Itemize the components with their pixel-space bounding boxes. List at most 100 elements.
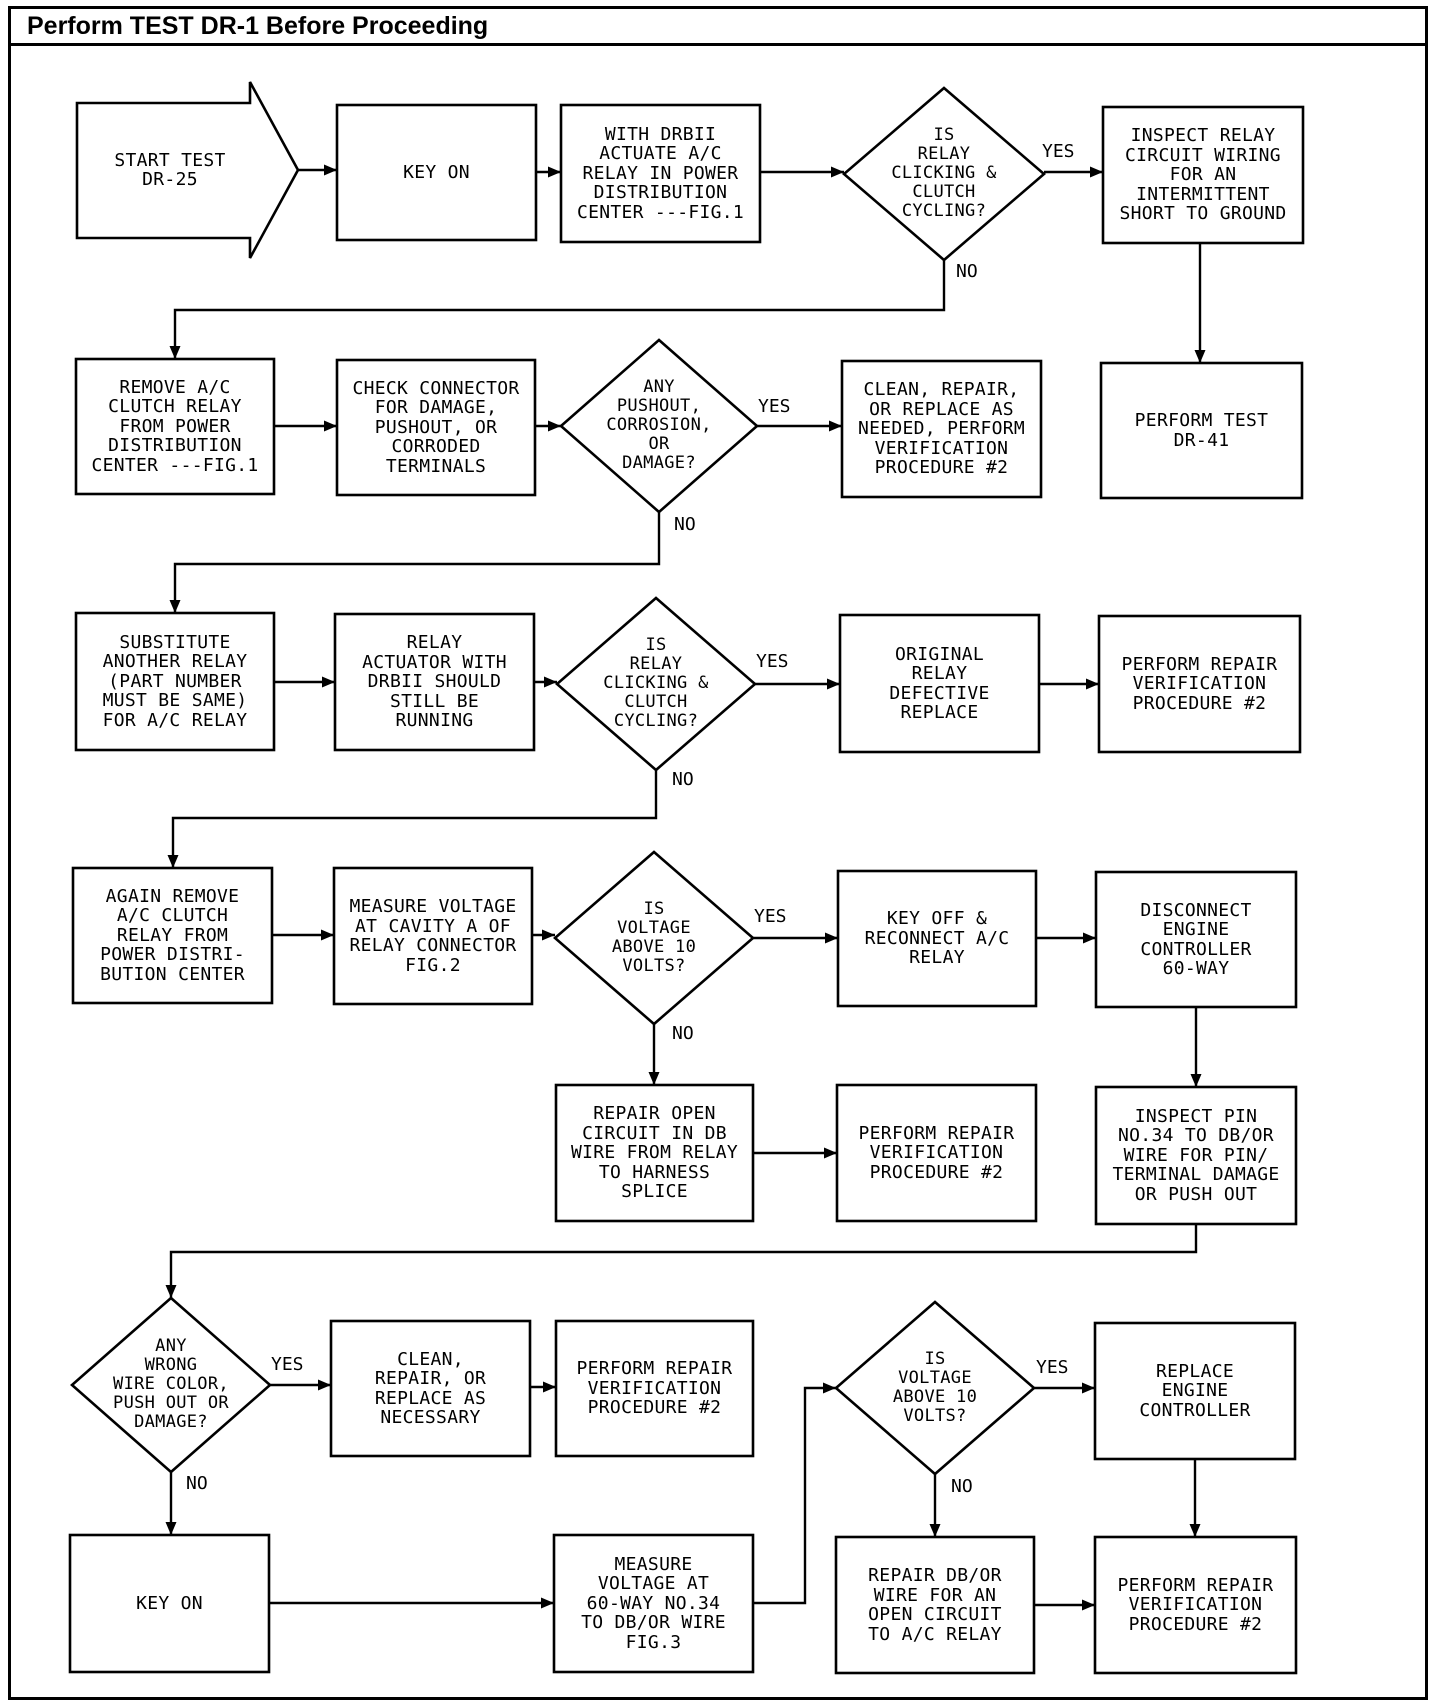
connector-decision2-no-arrowhead — [169, 600, 181, 613]
node-check-connector — [335, 358, 537, 497]
node-label-verify-1: PERFORM REPAIR VERIFICATION PROCEDURE #2 — [1121, 653, 1278, 714]
node-label-check-connector: CHECK CONNECTOR FOR DAMAGE, PUSHOUT, OR … — [352, 377, 520, 477]
node-verify-2 — [835, 1083, 1038, 1223]
connector-check-decision2-arrowhead — [548, 420, 561, 432]
node-clean-repair-2 — [329, 1319, 532, 1458]
connector-replace-verify-arrowhead — [1189, 1524, 1201, 1537]
start-block-arrow — [75, 81, 300, 259]
connector-original-verify-arrowhead — [1086, 678, 1099, 690]
connector-decision4-yes-arrowhead — [825, 932, 838, 944]
connector-substitute-actuator-arrowhead — [322, 676, 335, 688]
connector-keyoff-disconnect-arrowhead — [1083, 932, 1096, 944]
connector-decision1-no — [173, 260, 946, 359]
node-repair-dbor — [834, 1535, 1036, 1675]
branch-no-2: NO — [674, 514, 696, 535]
connector-decision6-no-arrowhead — [929, 1524, 941, 1537]
connector-measure-decision6-arrowhead — [823, 1382, 836, 1394]
connector-repair-verify-arrowhead — [824, 1147, 837, 1159]
node-label-repair-open: REPAIR OPEN CIRCUIT IN DB WIRE FROM RELA… — [570, 1103, 739, 1203]
branch-yes-2: YES — [758, 396, 791, 417]
node-label-inspect-pin: INSPECT PIN NO.34 TO DB/OR WIRE FOR PIN/… — [1112, 1105, 1280, 1205]
node-label-clean-repair-2: CLEAN, REPAIR, OR REPLACE AS NECESSARY — [374, 1348, 487, 1428]
connector-key-on-actuate-arrowhead — [548, 166, 561, 178]
branch-yes-5: YES — [271, 1354, 304, 1375]
node-label-q-voltage-1: IS VOLTAGE ABOVE 10 VOLTS? — [611, 898, 697, 976]
connector-keyon-measure-arrowhead — [541, 1597, 554, 1609]
node-label-verify-3: PERFORM REPAIR VERIFICATION PROCEDURE #2 — [576, 1358, 733, 1419]
node-label-original-relay: ORIGINAL RELAY DEFECTIVE REPLACE — [889, 643, 990, 723]
connector-decision6-yes-arrowhead — [1082, 1382, 1095, 1394]
header-bar: Perform TEST DR-1 Before Proceeding — [8, 6, 1428, 46]
connector-again-measure-arrowhead — [321, 929, 334, 941]
node-label-measure-voltage-1: MEASURE VOLTAGE AT CAVITY A OF RELAY CON… — [349, 896, 517, 976]
node-remove-relay — [74, 357, 276, 496]
node-label-start: START TEST DR-25 — [114, 149, 226, 190]
node-label-clean-repair-1: CLEAN, REPAIR, OR REPLACE AS NEEDED, PER… — [857, 379, 1026, 479]
node-key-off — [836, 869, 1038, 1008]
node-label-key-on-1: KEY ON — [403, 161, 470, 183]
connector-disconnect-inspect-arrowhead — [1190, 1074, 1202, 1087]
connector-decision1-yes-arrowhead — [1090, 166, 1103, 178]
node-label-q-voltage-2: IS VOLTAGE ABOVE 10 VOLTS? — [892, 1348, 978, 1426]
branch-no-3: NO — [672, 769, 694, 790]
connector-decision5-no-arrowhead — [165, 1522, 177, 1535]
connector-decision1-no-arrowhead — [169, 346, 181, 359]
node-label-q-relay-clicking-2: IS RELAY CLICKING & CLUTCH CYCLING? — [603, 635, 709, 732]
node-label-q-relay-clicking-1: IS RELAY CLICKING & CLUTCH CYCLING? — [891, 125, 997, 222]
branch-yes-3: YES — [756, 651, 789, 672]
node-inspect-relay-wiring — [1101, 105, 1305, 245]
connector-remove-check-arrowhead — [324, 420, 337, 432]
connector-actuator-decision3-arrowhead — [544, 676, 557, 688]
connector-clean-verify-arrowhead — [543, 1381, 556, 1393]
page-title: Perform TEST DR-1 Before Proceeding — [27, 12, 489, 40]
connector-measure-decision4-arrowhead — [542, 929, 555, 941]
node-label-replace-controller: REPLACE ENGINE CONTROLLER — [1139, 1360, 1251, 1421]
branch-no-4: NO — [672, 1023, 694, 1044]
connector-inspect-dr41-arrowhead — [1194, 350, 1206, 363]
node-label-q-wrong-wire: ANY WRONG WIRE COLOR, PUSH OUT OR DAMAGE… — [113, 1336, 229, 1433]
node-perform-test-dr41 — [1099, 361, 1304, 500]
node-label-key-on-2: KEY ON — [136, 1592, 203, 1614]
connector-decision3-no-arrowhead — [167, 855, 179, 868]
branch-yes-6: YES — [1036, 1357, 1069, 1378]
node-label-repair-dbor: REPAIR DB/OR WIRE FOR AN OPEN CIRCUIT TO… — [868, 1565, 1002, 1645]
branch-yes-1: YES — [1042, 141, 1075, 162]
connector-inspect-decision5-arrowhead — [165, 1285, 177, 1298]
node-clean-repair-1 — [840, 359, 1043, 499]
node-label-verify-4: PERFORM REPAIR VERIFICATION PROCEDURE #2 — [1117, 1574, 1274, 1635]
node-verify-1 — [1097, 614, 1302, 754]
node-relay-actuator — [333, 612, 536, 752]
node-label-q-pushout: ANY PUSHOUT, CORROSION, OR DAMAGE? — [606, 377, 712, 474]
node-again-remove — [71, 866, 274, 1005]
connector-decision3-yes-arrowhead — [827, 678, 840, 690]
connector-decision2-no — [173, 512, 661, 613]
connector-decision4-no-arrowhead — [648, 1072, 660, 1085]
node-label-remove-relay: REMOVE A/C CLUTCH RELAY FROM POWER DISTR… — [91, 376, 259, 476]
branch-no-5: NO — [186, 1473, 208, 1494]
node-label-actuate-relay: WITH DRBII ACTUATE A/C RELAY IN POWER DI… — [576, 123, 745, 223]
node-original-relay — [838, 613, 1041, 754]
node-label-key-off: KEY OFF & RECONNECT A/C RELAY — [864, 908, 1010, 969]
connector-measure-decision6 — [753, 1386, 836, 1605]
node-label-verify-2: PERFORM REPAIR VERIFICATION PROCEDURE #2 — [858, 1122, 1015, 1183]
connector-start-key-on-arrowhead — [324, 164, 337, 176]
node-label-substitute-relay: SUBSTITUTE ANOTHER RELAY (PART NUMBER MU… — [102, 631, 248, 731]
node-label-relay-actuator: RELAY ACTUATOR WITH DRBII SHOULD STILL B… — [362, 632, 507, 732]
connector-decision5-yes-arrowhead — [318, 1379, 331, 1391]
node-measure-voltage-1 — [332, 866, 534, 1006]
node-label-measure-voltage-2: MEASURE VOLTAGE AT 60-WAY NO.34 TO DB/OR… — [581, 1553, 726, 1653]
connector-actuate-decision1-arrowhead — [831, 166, 844, 178]
node-label-again-remove: AGAIN REMOVE A/C CLUTCH RELAY FROM POWER… — [100, 885, 245, 985]
node-disconnect-controller — [1094, 870, 1298, 1009]
node-key-on-1 — [335, 103, 538, 242]
connector-decision2-yes-arrowhead — [829, 420, 842, 432]
branch-yes-4: YES — [754, 906, 787, 927]
node-actuate-relay — [559, 103, 762, 244]
node-label-perform-test-dr41: PERFORM TEST DR-41 — [1134, 410, 1269, 451]
node-key-on-2 — [68, 1533, 271, 1674]
connector-decision3-no — [171, 770, 658, 868]
node-label-inspect-relay-wiring: INSPECT RELAY CIRCUIT WIRING FOR AN INTE… — [1119, 125, 1287, 225]
connector-repair-verify-final-arrowhead — [1082, 1599, 1095, 1611]
node-verify-3 — [554, 1319, 755, 1458]
